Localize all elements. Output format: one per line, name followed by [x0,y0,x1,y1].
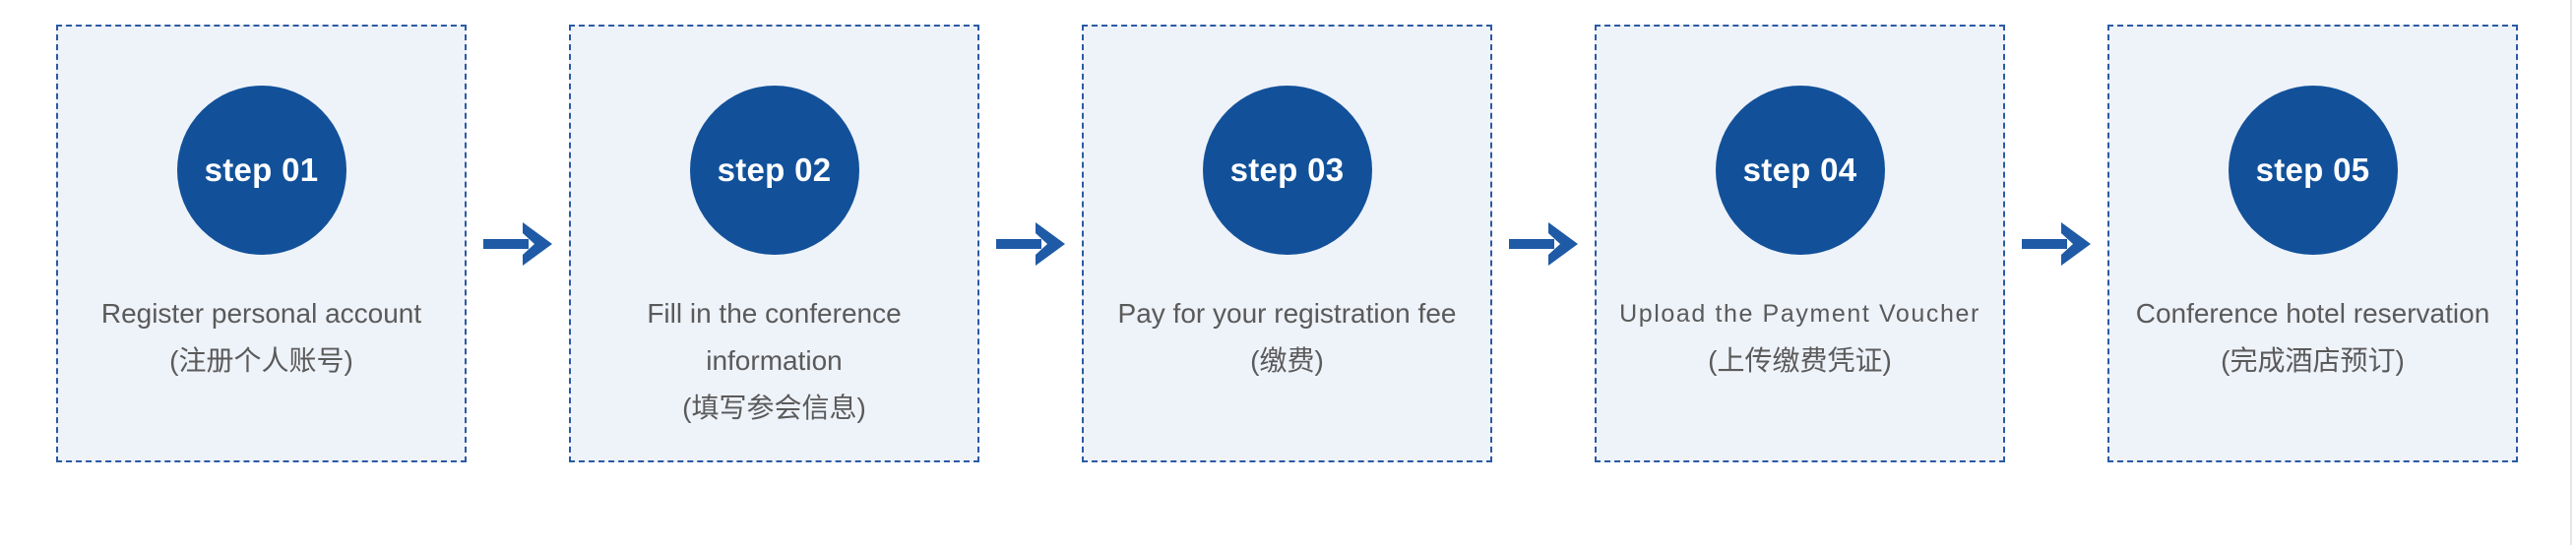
step-description-2: Fill in the conference information (填写参会… [588,290,962,432]
step-circle-4: step 04 [1715,86,1885,255]
step-text-cn-1: (注册个人账号) [169,345,353,376]
step-label-5: step 05 [2255,151,2370,188]
step-text-cn-5: (完成酒店预订) [2221,345,2405,376]
page-edge-divider [2570,0,2572,545]
step-text-cn-2: (填写参会信息) [682,393,866,423]
step-circle-2: step 02 [689,86,859,255]
step-description-4: Upload the Payment Voucher (上传缴费凭证) [1613,290,1987,385]
step-text-en-3: Pay for your registration fee [1117,298,1457,329]
right-arrow-icon [467,25,569,462]
step-text-en-4: Upload the Payment Voucher [1619,300,1980,328]
step-card-5: step 05 Conference hotel reservation (完成… [2107,25,2518,462]
step-text-en-2: Fill in the conference information [647,298,902,376]
step-card-3: step 03 Pay for your registration fee (缴… [1082,25,1492,462]
step-label-2: step 02 [717,151,832,188]
step-text-en-5: Conference hotel reservation [2135,298,2490,329]
step-description-3: Pay for your registration fee (缴费) [1100,290,1475,385]
step-label-4: step 04 [1742,151,1857,188]
step-card-4: step 04 Upload the Payment Voucher (上传缴费… [1595,25,2005,462]
step-text-en-1: Register personal account [100,298,422,329]
right-arrow-icon [979,25,1082,462]
right-arrow-icon [2005,25,2107,462]
step-label-1: step 01 [204,151,319,188]
right-arrow-icon [1492,25,1595,462]
step-circle-1: step 01 [176,86,346,255]
step-description-1: Register personal account (注册个人账号) [75,290,449,385]
step-card-1: step 01 Register personal account (注册个人账… [56,25,467,462]
step-text-cn-3: (缴费) [1250,345,1324,376]
step-card-2: step 02 Fill in the conference informati… [569,25,979,462]
step-circle-5: step 05 [2228,86,2398,255]
step-label-3: step 03 [1229,151,1345,188]
registration-process-flow: step 01 Register personal account (注册个人账… [56,25,2518,462]
step-text-cn-4: (上传缴费凭证) [1708,345,1892,376]
step-circle-3: step 03 [1202,86,1372,255]
step-description-5: Conference hotel reservation (完成酒店预订) [2126,290,2500,385]
